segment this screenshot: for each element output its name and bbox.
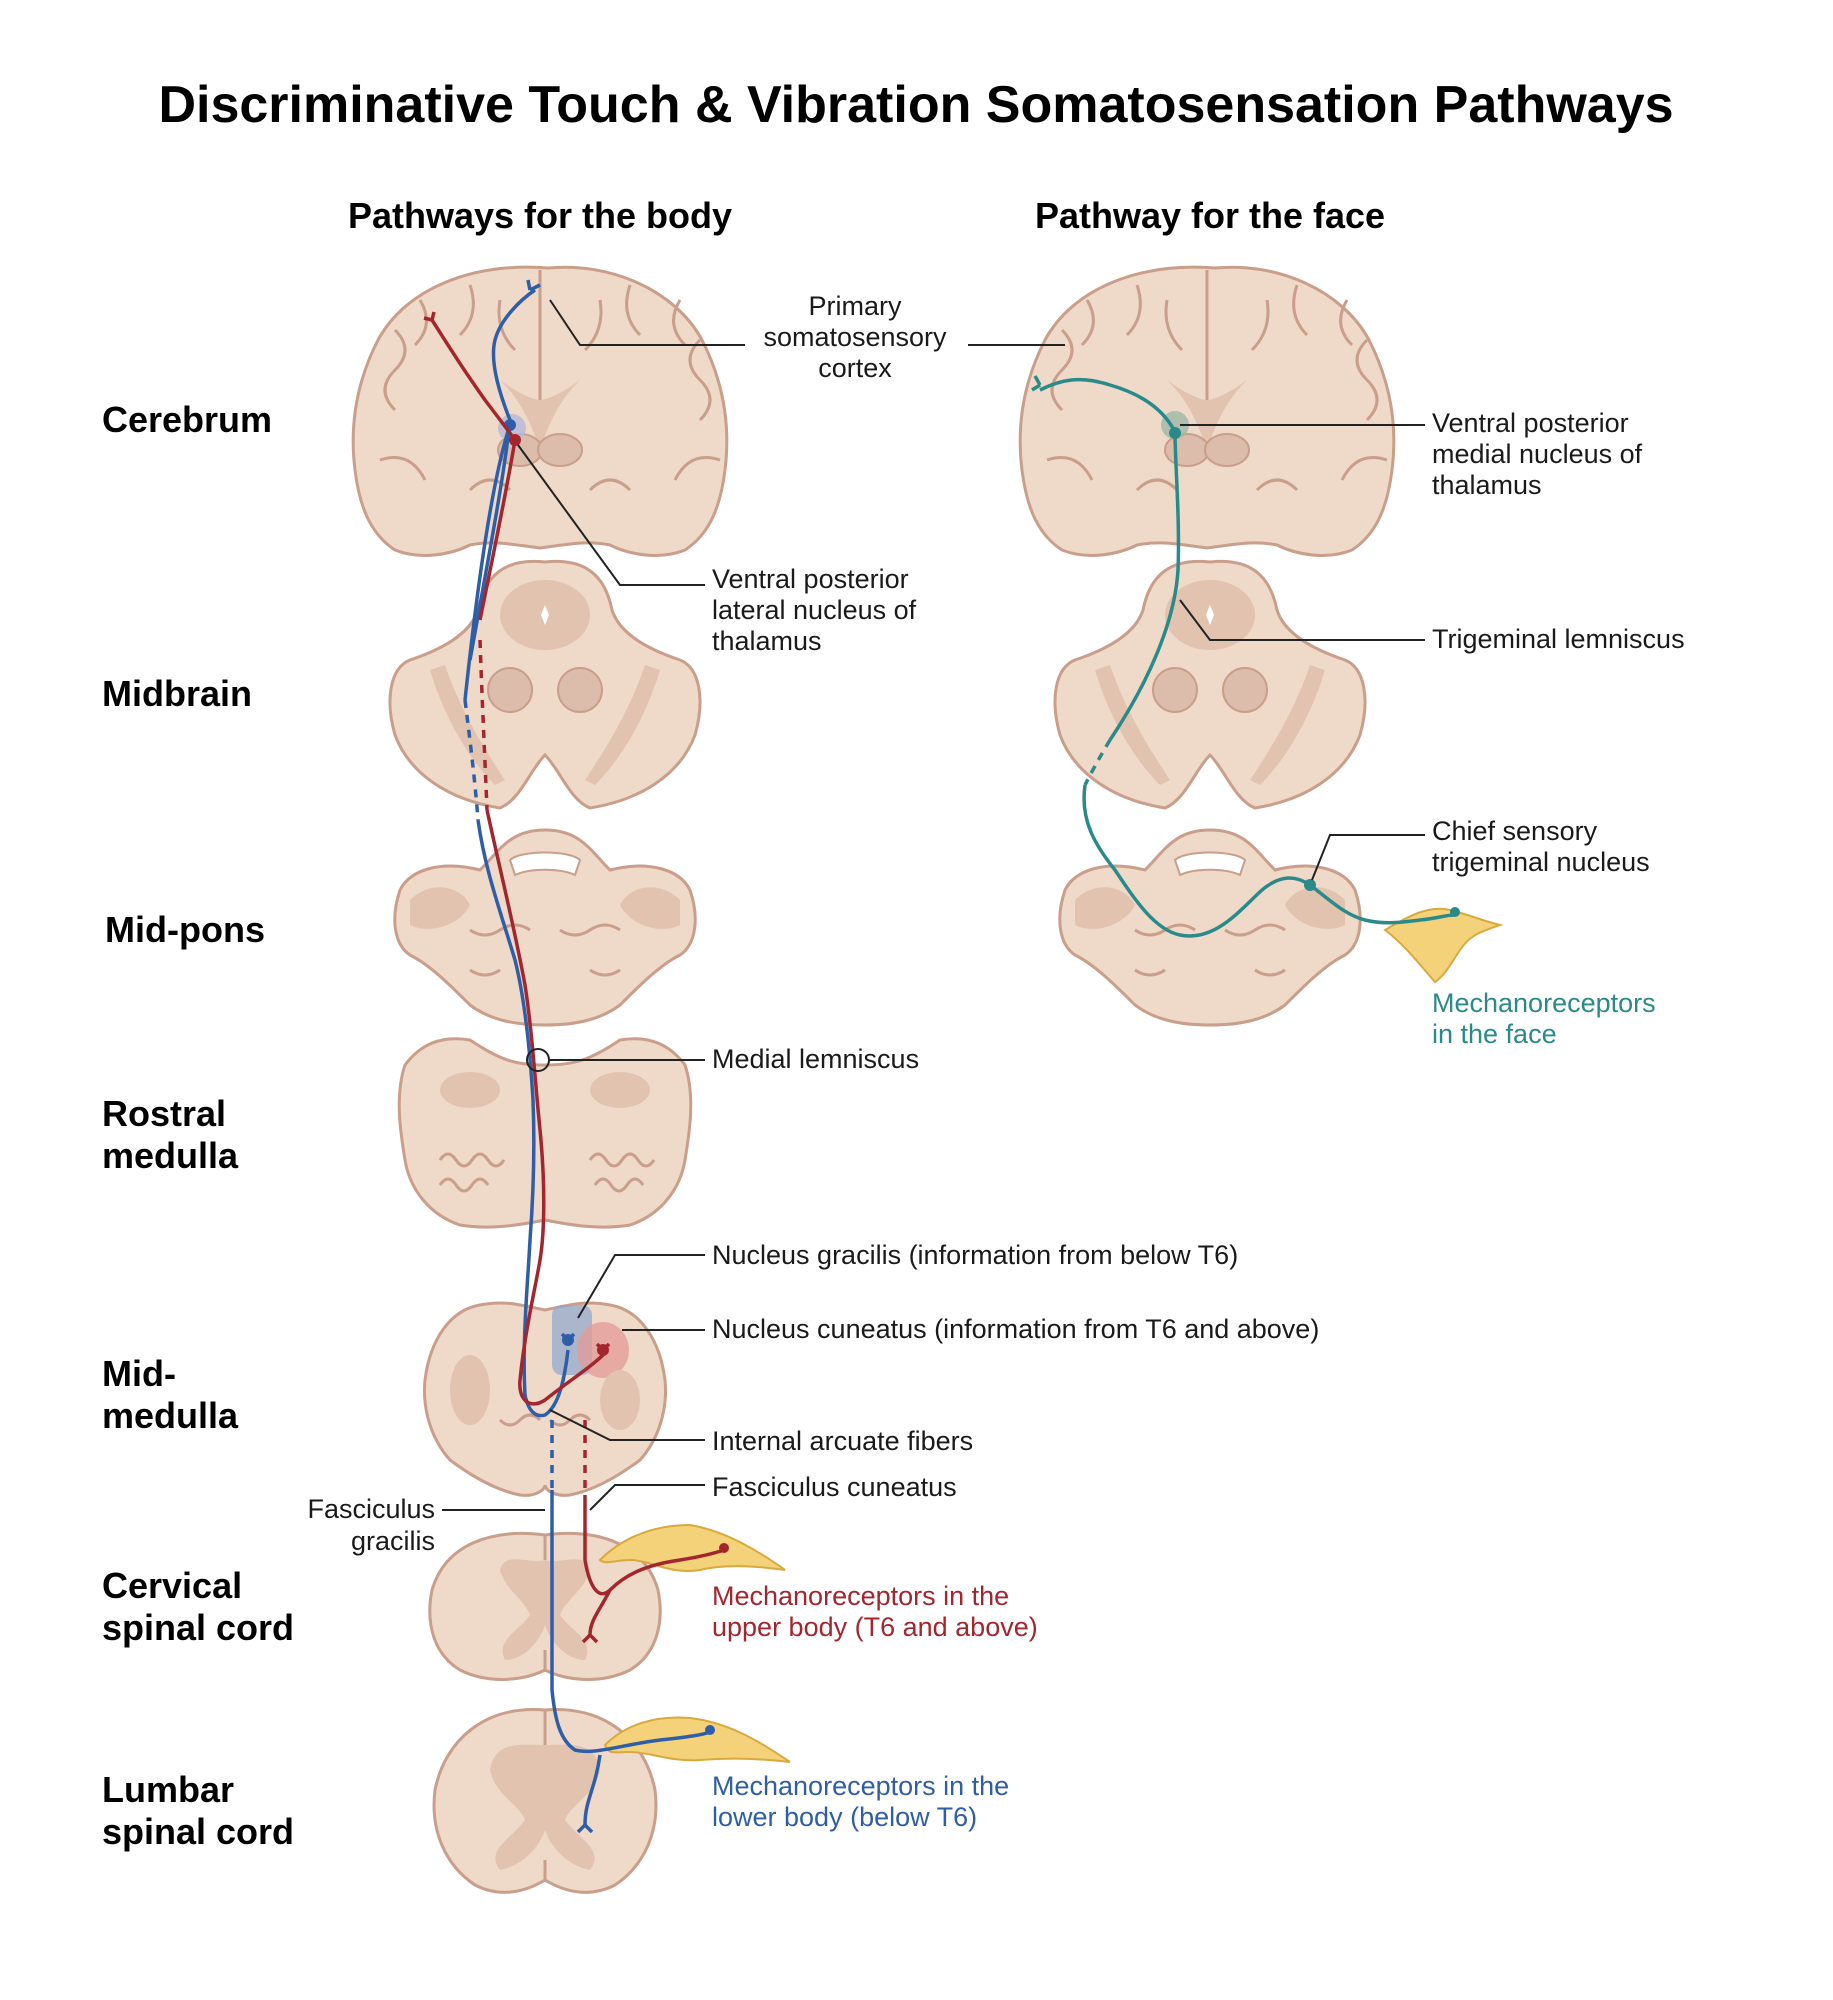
svg-text:Cervical: Cervical: [102, 1565, 242, 1606]
level-midpons: Mid-pons: [105, 909, 265, 950]
label-chief-sensory-trigeminal-nucleus: Chief sensory trigeminal nucleus: [1432, 816, 1650, 877]
midbrain-section-face: [1053, 559, 1367, 810]
svg-text:somatosensory: somatosensory: [763, 322, 947, 352]
leader-lines: [442, 299, 1425, 1511]
svg-text:Chief sensory: Chief sensory: [1432, 816, 1598, 846]
body-column-heading: Pathways for the body: [348, 195, 732, 236]
label-nucleus-cuneatus: Nucleus cuneatus (information from T6 an…: [712, 1314, 1319, 1344]
label-mechanoreceptors-upper-body: Mechanoreceptors in the upper body (T6 a…: [712, 1581, 1038, 1642]
svg-text:Ventral posterior: Ventral posterior: [712, 564, 909, 594]
svg-text:Mechanoreceptors in the: Mechanoreceptors in the: [712, 1771, 1009, 1801]
level-rostral-medulla: Rostral medulla: [102, 1093, 239, 1176]
face-column-heading: Pathway for the face: [1035, 195, 1385, 236]
svg-text:medial nucleus of: medial nucleus of: [1432, 439, 1643, 469]
svg-text:lower body (below T6): lower body (below T6): [712, 1802, 977, 1832]
svg-text:medulla: medulla: [102, 1135, 239, 1176]
label-mechanoreceptors-lower-body: Mechanoreceptors in the lower body (belo…: [712, 1771, 1009, 1832]
lower-body-pathway: [463, 279, 715, 1834]
label-trigeminal-lemniscus: Trigeminal lemniscus: [1432, 624, 1685, 654]
label-nucleus-gracilis: Nucleus gracilis (information from below…: [712, 1240, 1238, 1270]
svg-text:Primary: Primary: [809, 291, 902, 321]
figure-title: Discriminative Touch & Vibration Somatos…: [158, 76, 1673, 134]
svg-text:Rostral: Rostral: [102, 1093, 226, 1134]
midpons-section-body: [393, 828, 697, 1027]
cerebrum-section-body: [351, 265, 729, 557]
label-vpm-thalamus: Ventral posterior medial nucleus of thal…: [1432, 408, 1643, 500]
svg-text:upper body (T6 and above): upper body (T6 and above): [712, 1612, 1038, 1642]
cerebrum-section-face: [1018, 265, 1396, 557]
level-lumbar-spinal-cord: Lumbar spinal cord: [102, 1769, 294, 1852]
upper-body-pathway: [423, 311, 729, 1644]
upper-body-nerve: [598, 1523, 786, 1572]
svg-text:thalamus: thalamus: [1432, 470, 1542, 500]
svg-text:thalamus: thalamus: [712, 626, 822, 656]
svg-text:Fasciculus: Fasciculus: [307, 1494, 435, 1524]
svg-text:medulla: medulla: [102, 1395, 239, 1436]
rostral-medulla-section-body: [397, 1037, 693, 1229]
label-mechanoreceptors-face: Mechanoreceptors in the face: [1432, 988, 1656, 1049]
label-medial-lemniscus: Medial lemniscus: [712, 1044, 919, 1074]
svg-text:Mechanoreceptors: Mechanoreceptors: [1432, 988, 1656, 1018]
svg-text:Lumbar: Lumbar: [102, 1769, 234, 1810]
svg-text:spinal cord: spinal cord: [102, 1811, 294, 1852]
cervical-cord-section: [428, 1531, 662, 1681]
svg-text:Mid-: Mid-: [102, 1353, 176, 1394]
level-cerebrum: Cerebrum: [102, 399, 272, 440]
svg-text:Mechanoreceptors in the: Mechanoreceptors in the: [712, 1581, 1009, 1611]
svg-text:trigeminal nucleus: trigeminal nucleus: [1432, 847, 1650, 877]
lower-body-nerve: [603, 1716, 791, 1763]
svg-text:in the face: in the face: [1432, 1019, 1557, 1049]
label-fasciculus-gracilis: Fasciculus gracilis: [307, 1494, 435, 1556]
svg-text:spinal cord: spinal cord: [102, 1607, 294, 1648]
label-internal-arcuate-fibers: Internal arcuate fibers: [712, 1426, 973, 1456]
label-vpl-thalamus: Ventral posterior lateral nucleus of tha…: [712, 564, 917, 656]
face-nerve: [1383, 907, 1504, 984]
level-mid-medulla: Mid- medulla: [102, 1353, 239, 1436]
svg-text:lateral nucleus of: lateral nucleus of: [712, 595, 917, 625]
midbrain-section-body: [388, 559, 702, 810]
level-cervical-spinal-cord: Cervical spinal cord: [102, 1565, 294, 1648]
level-midbrain: Midbrain: [102, 673, 252, 714]
face-pathway: [1031, 375, 1460, 938]
svg-text:Ventral posterior: Ventral posterior: [1432, 408, 1629, 438]
svg-text:gracilis: gracilis: [351, 1526, 435, 1556]
label-fasciculus-cuneatus: Fasciculus cuneatus: [712, 1472, 957, 1502]
label-primary-somatosensory-cortex: Primary somatosensory cortex: [763, 291, 947, 383]
svg-text:cortex: cortex: [818, 353, 892, 383]
